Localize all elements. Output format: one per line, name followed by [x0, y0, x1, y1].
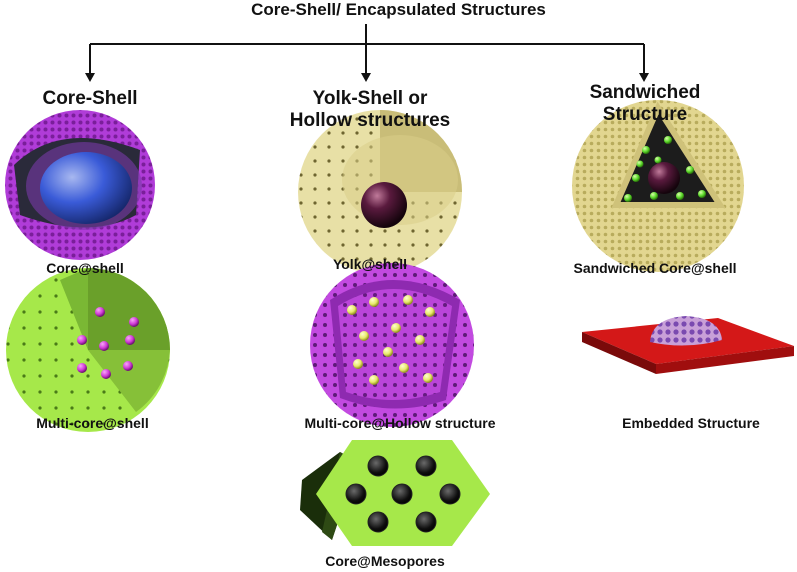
- caption-yolk-shell: Yolk@shell: [332, 256, 408, 272]
- multi-core-shell-sphere: [6, 268, 170, 432]
- caption-mesopores: Core@Mesopores: [325, 553, 445, 569]
- multi-core-hollow-sphere: [310, 263, 474, 427]
- caption-core-shell: Core@shell: [46, 260, 124, 276]
- heading-core-shell: Core-Shell: [42, 88, 138, 109]
- caption-embedded: Embedded Structure: [622, 415, 760, 431]
- mesopores-prism: [300, 440, 490, 546]
- arrow-head-left: [85, 73, 95, 82]
- heading-sandwiched-line2: Structure: [602, 104, 688, 125]
- core-shell-sphere: [5, 110, 155, 260]
- diagram-title: Core-Shell/ Encapsulated Structures: [251, 0, 546, 19]
- heading-sandwiched-line1: Sandwiched: [589, 82, 701, 103]
- heading-yolk-shell: Yolk-Shell or Hollow structures: [250, 88, 490, 132]
- sandwiched-sphere: [572, 100, 744, 272]
- heading-sandwiched: Sandwiched Structure: [555, 82, 735, 126]
- caption-sandwiched: Sandwiched Core@shell: [573, 260, 737, 276]
- embedded-structure: [582, 316, 794, 374]
- connector-arrows: [89, 24, 645, 75]
- yolk-shell-sphere: [298, 110, 462, 274]
- arrow-head-center: [361, 73, 371, 82]
- heading-yolk-shell-line1: Yolk-Shell or: [312, 88, 428, 109]
- arrow-head-right: [639, 73, 649, 82]
- caption-multi-core-hollow: Multi-core@Hollow structure: [304, 415, 496, 431]
- heading-yolk-shell-line2: Hollow structures: [289, 110, 451, 131]
- caption-multi-core-shell: Multi-core@shell: [36, 415, 149, 431]
